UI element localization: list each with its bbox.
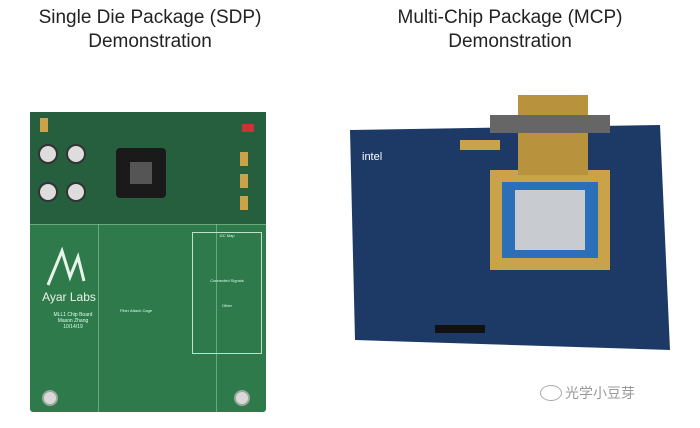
- sma-connector: [240, 174, 248, 188]
- chip-socket: [116, 148, 166, 198]
- mcp-board-photo: intel: [350, 95, 670, 350]
- divider: [216, 224, 217, 412]
- sma-connector: [240, 196, 248, 210]
- board-author: Mason Zhang: [57, 318, 89, 324]
- sma-row: [460, 140, 500, 150]
- i2c-map-box: I2C Map Connected Signals Other: [192, 232, 262, 354]
- capacitor: [66, 144, 86, 164]
- clamp-bar: [490, 115, 610, 133]
- capacitor: [38, 144, 58, 164]
- intel-logo: intel: [362, 151, 382, 163]
- divider: [30, 224, 266, 225]
- sdp-title: Single Die Package (SDP) Demonstration: [0, 6, 300, 54]
- sdp-title-line1: Single Die Package (SDP): [38, 7, 262, 28]
- wechat-icon: [540, 385, 562, 401]
- sdp-board-photo: Ayar Labs MLL1 Chip Board Mason Zhang 10…: [30, 112, 266, 412]
- sma-connector: [40, 118, 48, 132]
- sdp-title-line2: Demonstration: [88, 31, 212, 52]
- brand-label: Ayar Labs: [42, 290, 96, 304]
- mcp-title-line1: Multi-Chip Package (MCP): [397, 7, 623, 28]
- heatsink-clamp: [518, 95, 588, 175]
- signals-title: Connected Signals: [210, 278, 244, 283]
- capacitor: [38, 182, 58, 202]
- mcp-title-line2: Demonstration: [448, 31, 572, 52]
- red-switch: [242, 124, 254, 132]
- mcp-title: Multi-Chip Package (MCP) Demonstration: [340, 6, 680, 54]
- ayar-labs-logo: [46, 247, 86, 286]
- divider: [98, 224, 99, 412]
- other-title: Other: [221, 303, 232, 308]
- connector: [435, 325, 485, 333]
- sma-connector: [240, 152, 248, 166]
- board-name: MLL1 Chip Board: [53, 312, 93, 318]
- package-lid: [515, 190, 585, 250]
- board-info: MLL1 Chip Board Mason Zhang 10/14/19: [38, 312, 108, 330]
- board-date: 10/14/19: [63, 324, 83, 330]
- capacitor: [66, 182, 86, 202]
- center-label: Fiber Attach Cage: [120, 308, 153, 313]
- mounting-hole: [234, 390, 250, 406]
- watermark: 光学小豆芽: [565, 385, 635, 401]
- i2c-title: I2C Map: [219, 233, 235, 238]
- mounting-hole: [42, 390, 58, 406]
